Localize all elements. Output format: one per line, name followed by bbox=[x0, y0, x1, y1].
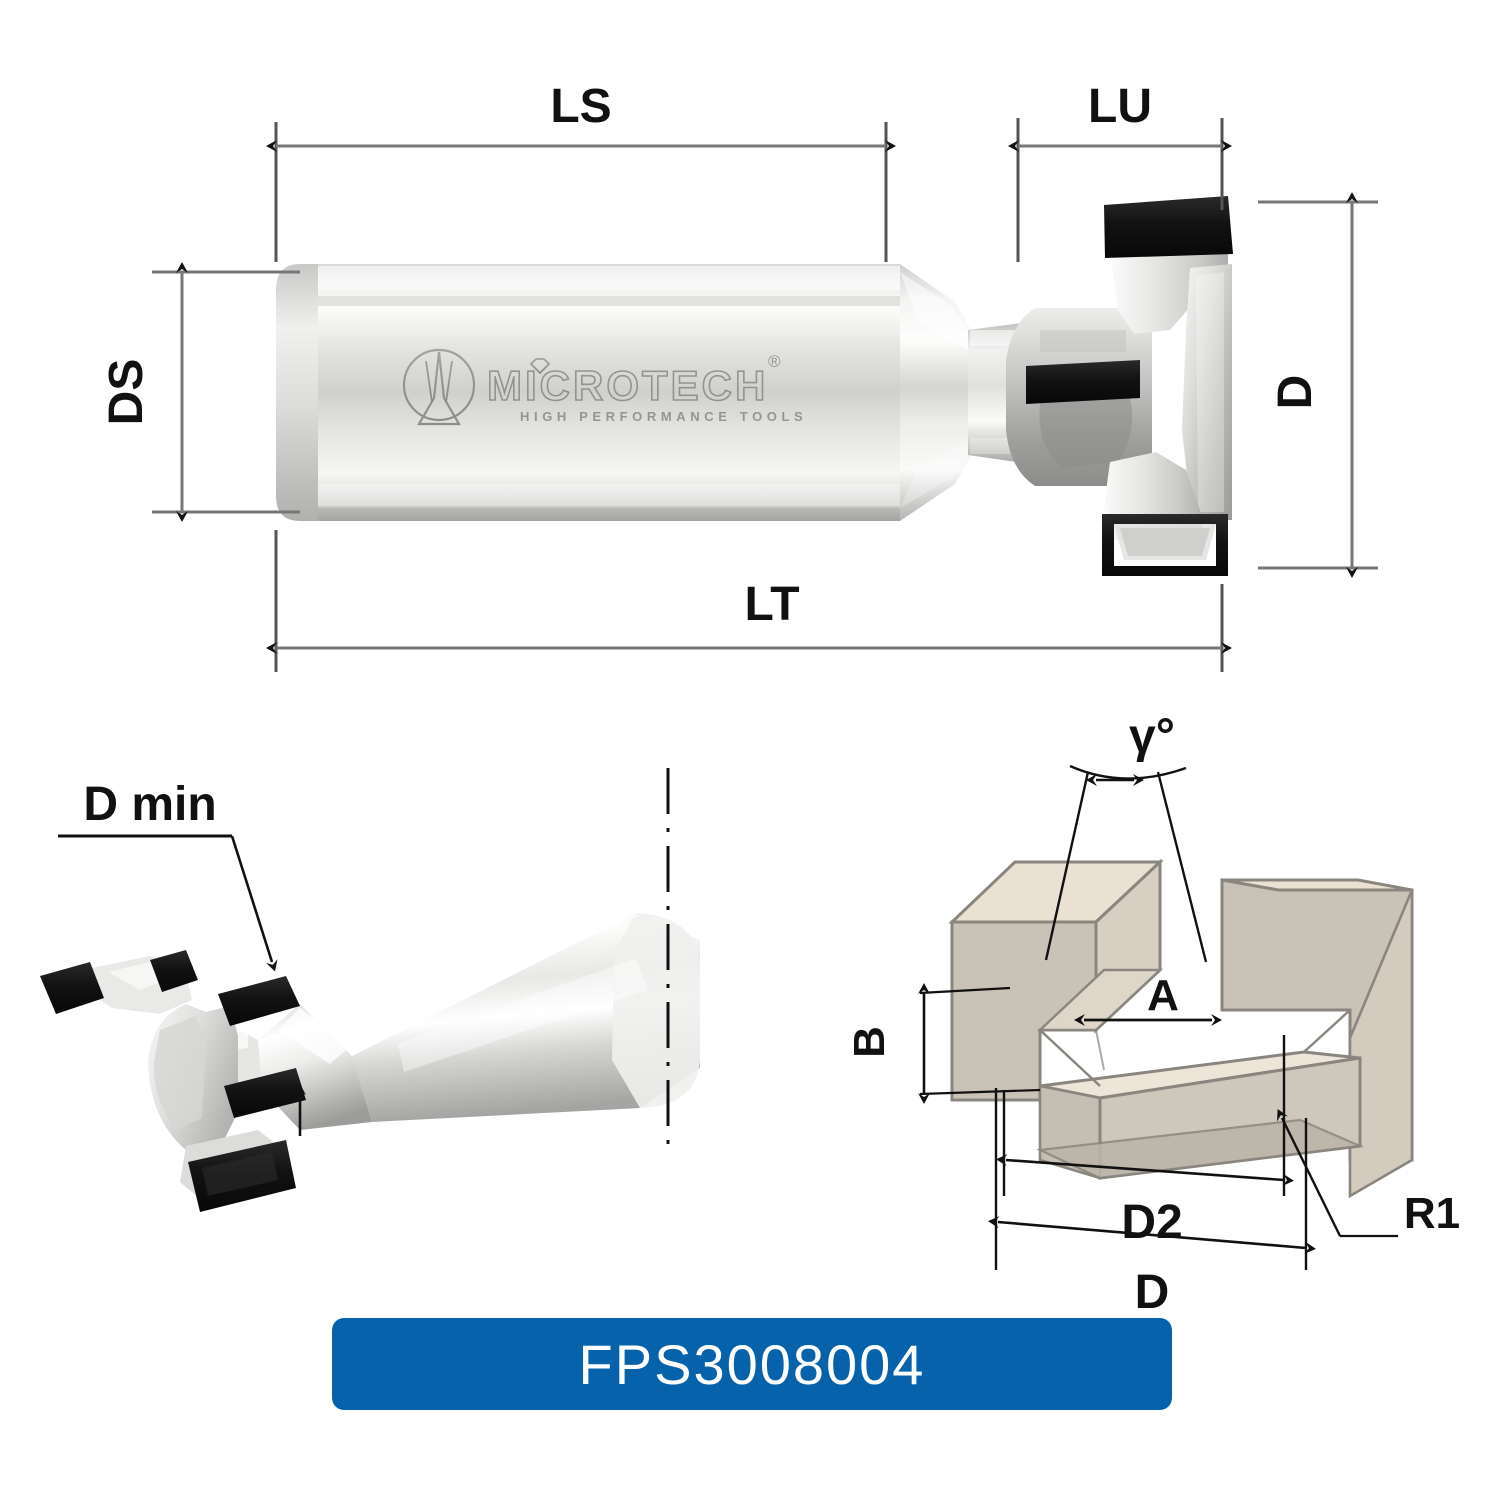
dimension-label-LU: LU bbox=[1088, 80, 1152, 133]
dimension-label-B: B bbox=[845, 1026, 894, 1058]
left-block-chamfer bbox=[1036, 968, 1164, 1032]
dimension-R1: R1 bbox=[1277, 1109, 1460, 1238]
dimension-A: A bbox=[1074, 971, 1222, 1026]
slot-profile-drawing bbox=[948, 858, 1414, 1199]
brand-tagline: HIGH PERFORMANCE TOOLS bbox=[520, 409, 807, 424]
dimension-label-R1: R1 bbox=[1404, 1189, 1460, 1238]
dimension-LU: LU bbox=[1008, 80, 1232, 262]
brand-wordmark: MICROTECH bbox=[487, 362, 768, 409]
dimension-label-DS: DS bbox=[100, 359, 153, 426]
iso-insert-top-small bbox=[150, 950, 198, 992]
dimension-label-D2: D2 bbox=[1121, 1196, 1182, 1249]
main-tool-drawing: MICROTECH HIGH PERFORMANCE TOOLS ® bbox=[276, 196, 1233, 576]
dimension-label-LS: LS bbox=[550, 80, 611, 133]
dimension-D2: D2 bbox=[996, 1035, 1294, 1249]
brand-logo-etch: MICROTECH HIGH PERFORMANCE TOOLS ® bbox=[402, 348, 807, 426]
brand-trademark: ® bbox=[768, 352, 781, 371]
dimension-Dmin: D min bbox=[58, 768, 670, 1156]
right-block-side-face bbox=[1348, 889, 1414, 1199]
shank-body bbox=[318, 264, 900, 521]
dimension-label-LT: LT bbox=[744, 578, 799, 631]
dimension-DS: DS bbox=[100, 262, 300, 522]
dimension-gamma: γ° bbox=[1044, 710, 1208, 963]
dimension-label-A: A bbox=[1147, 971, 1179, 1020]
product-code-label: FPS3008004 bbox=[578, 1332, 926, 1396]
dimension-LS: LS bbox=[266, 80, 896, 262]
iso-insert-upper bbox=[218, 976, 300, 1026]
shank-end-cap bbox=[276, 264, 320, 521]
insert-top bbox=[1104, 196, 1233, 258]
dimension-LT: LT bbox=[266, 530, 1232, 672]
isometric-tool-drawing bbox=[40, 900, 700, 1212]
dimension-label-Dmin: D min bbox=[83, 778, 216, 831]
dimension-B: B bbox=[845, 983, 1041, 1104]
dimension-D-slot: D bbox=[988, 1088, 1316, 1319]
iso-insert-lower bbox=[224, 1068, 306, 1118]
dimension-label-D: D bbox=[1269, 375, 1322, 410]
insert-bottom bbox=[1102, 514, 1228, 576]
iso-insert-left bbox=[40, 962, 104, 1014]
dimension-label-gamma: γ° bbox=[1129, 710, 1175, 763]
insert-middle bbox=[1026, 360, 1140, 404]
upper-cutter-arm bbox=[1112, 236, 1228, 334]
iso-shank-body bbox=[352, 913, 700, 1122]
product-code-banner: FPS3008004 bbox=[332, 1318, 1172, 1410]
dimension-label-D-slot: D bbox=[1135, 1266, 1170, 1319]
head-outer-wall bbox=[1182, 264, 1232, 520]
dimension-D: D bbox=[1258, 192, 1378, 578]
